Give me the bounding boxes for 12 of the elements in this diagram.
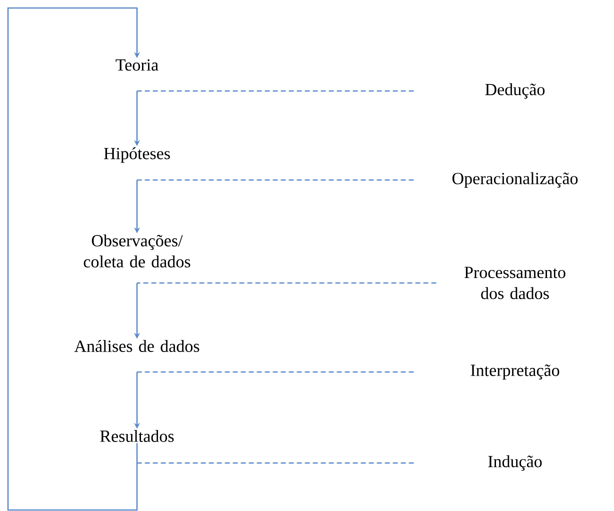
process-label: Dedução	[485, 83, 545, 99]
process-label: Indução	[488, 455, 542, 471]
step-label: Observações/ coleta de dados	[84, 234, 190, 268]
dashed-line	[137, 462, 414, 464]
process-label: Operacionalização	[452, 172, 578, 188]
step-label: Teoria	[116, 59, 158, 71]
process-label: Processamento dos dados	[464, 266, 566, 300]
step-label: Análises de dados	[74, 340, 200, 352]
loop-arrow	[7, 7, 140, 511]
step-label: Hipóteses	[104, 147, 170, 163]
process-label: Interpretação	[470, 364, 560, 380]
step-label: Resultados	[100, 430, 174, 442]
